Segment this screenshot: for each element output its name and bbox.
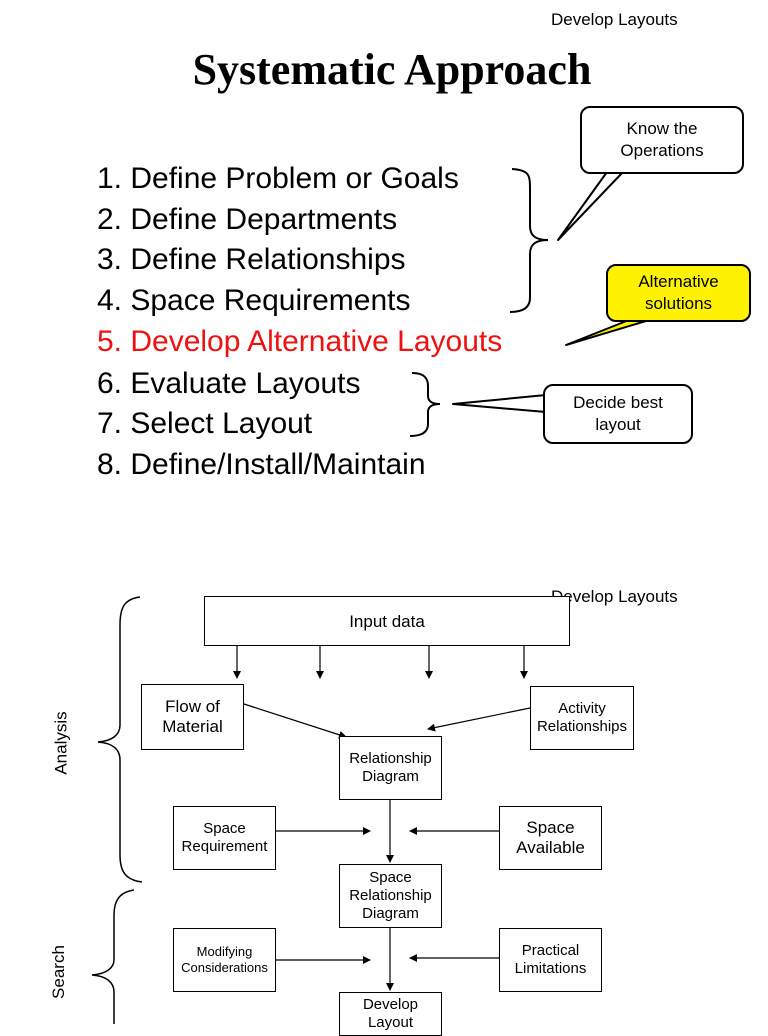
- box-space-available-text: Space Available: [516, 817, 585, 857]
- step-7: 7. Select Layout: [97, 407, 313, 440]
- brace-steps-1-4: [509, 168, 549, 313]
- slide1-header: Develop Layouts: [551, 10, 678, 29]
- arrow-flow-to-rel: [243, 703, 347, 739]
- box-develop-layout-text: Develop Layout: [362, 996, 419, 1031]
- box-input-data: Input data: [204, 596, 570, 646]
- box-modifying-considerations-text: Modifying Considerations: [181, 944, 268, 975]
- box-activity-relationships-text: Activity Relationships: [536, 700, 628, 735]
- box-relationship-diagram-text: Relationship Diagram: [349, 750, 432, 785]
- arrow-activity-to-rel: [427, 707, 531, 732]
- callout-alternative-solutions: Alternative solutions: [606, 264, 751, 322]
- step-5-highlighted: 5. Develop Alternative Layouts: [97, 325, 503, 358]
- callout-decide-best-text: Decide best layout: [573, 393, 663, 434]
- slide2-header: Develop Layouts: [551, 587, 678, 606]
- step-6: 6. Evaluate Layouts: [97, 367, 361, 400]
- box-develop-layout: Develop Layout: [339, 992, 442, 1036]
- box-space-relationship-diagram: Space Relationship Diagram: [339, 864, 442, 928]
- box-flow-of-material: Flow of Material: [141, 684, 244, 750]
- box-activity-relationships: Activity Relationships: [530, 686, 634, 750]
- step-8: 8. Define/Install/Maintain: [97, 448, 426, 481]
- step-3: 3. Define Relationships: [97, 243, 406, 276]
- box-modifying-considerations: Modifying Considerations: [173, 928, 276, 992]
- box-space-available: Space Available: [499, 806, 602, 870]
- box-flow-of-material-text: Flow of Material: [162, 696, 223, 736]
- brace-search: [91, 889, 135, 1024]
- brace-steps-6-7: [409, 372, 441, 437]
- callout-know-operations: Know the Operations: [580, 106, 744, 174]
- box-input-data-text: Input data: [349, 612, 425, 631]
- step-1: 1. Define Problem or Goals: [97, 162, 459, 195]
- box-space-requirement: Space Requirement: [173, 806, 276, 870]
- box-space-relationship-diagram-text: Space Relationship Diagram: [349, 869, 432, 922]
- box-practical-limitations-text: Practical Limitations: [514, 942, 587, 977]
- box-relationship-diagram: Relationship Diagram: [339, 736, 442, 800]
- step-4: 4. Space Requirements: [97, 284, 411, 317]
- callout-decide-best: Decide best layout: [543, 384, 693, 444]
- callout-know-operations-text: Know the Operations: [620, 119, 704, 160]
- brace-analysis: [97, 596, 143, 883]
- slide-title: Systematic Approach: [192, 45, 592, 94]
- callout-alternative-solutions-text: Alternative solutions: [638, 272, 719, 313]
- step-2: 2. Define Departments: [97, 203, 398, 236]
- box-space-requirement-text: Space Requirement: [181, 820, 268, 855]
- box-practical-limitations: Practical Limitations: [499, 928, 602, 992]
